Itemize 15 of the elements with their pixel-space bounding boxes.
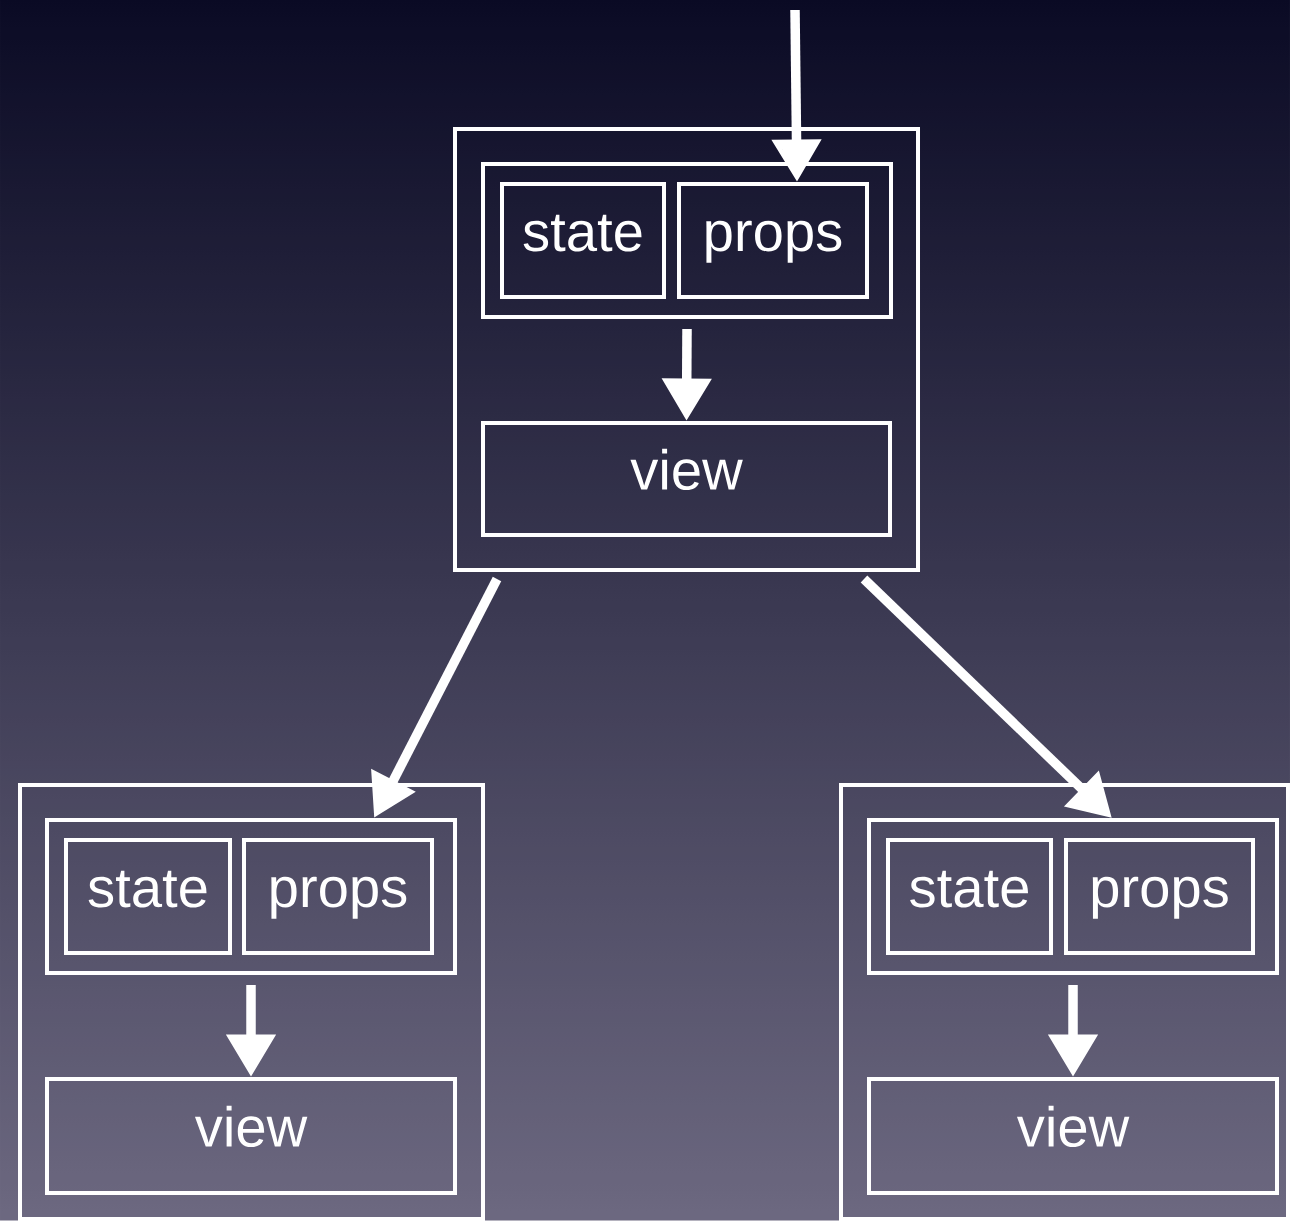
- view-box: view: [45, 1077, 457, 1195]
- state-props-box: [481, 162, 893, 319]
- view-box: view: [867, 1077, 1279, 1195]
- component-box: [839, 783, 1290, 1221]
- component-box: [453, 127, 920, 572]
- props-box: props: [242, 838, 434, 955]
- props-box: props: [1064, 838, 1255, 955]
- props-box: props: [677, 182, 869, 299]
- state-box: state: [886, 838, 1053, 955]
- state-props-box: [867, 818, 1279, 975]
- view-box: view: [481, 421, 892, 537]
- state-box: state: [64, 838, 232, 955]
- state-props-box: [45, 818, 457, 975]
- component-box: [18, 783, 485, 1221]
- state-box: state: [500, 182, 666, 299]
